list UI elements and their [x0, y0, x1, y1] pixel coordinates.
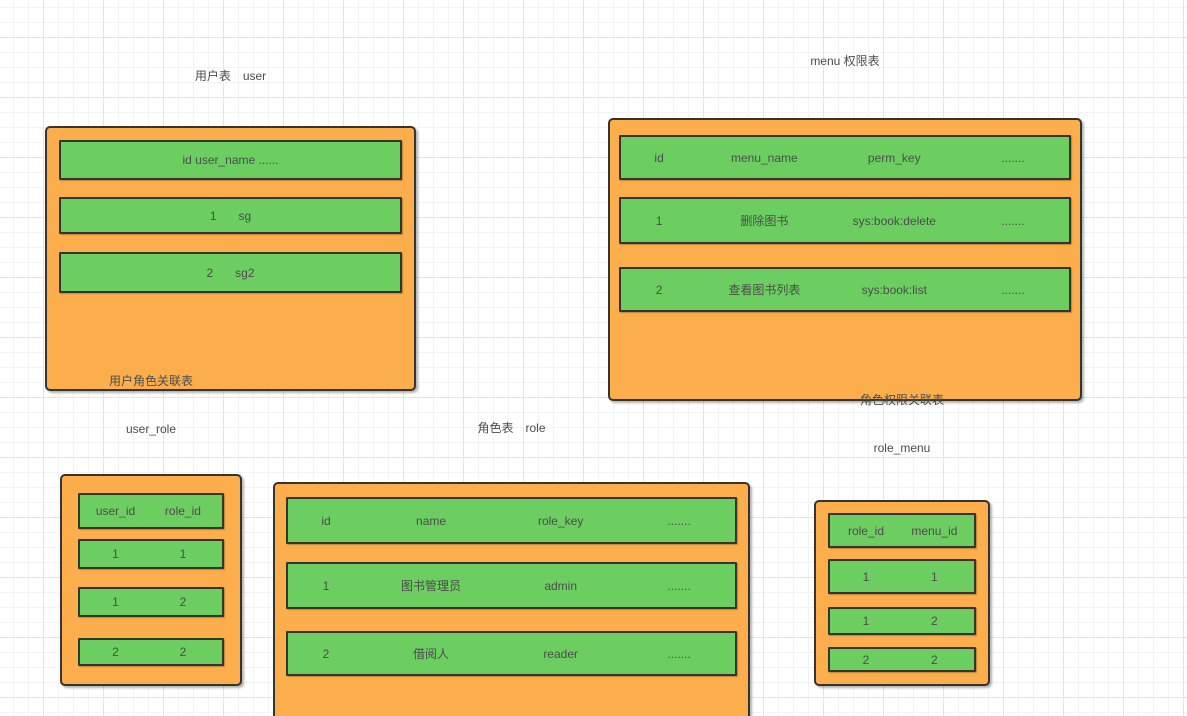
cell: menu_id — [911, 523, 958, 538]
table-row[interactable]: 2 查看图书列表 sys:book:list ....... — [619, 267, 1071, 312]
cell: 查看图书列表 — [728, 283, 801, 297]
cell: 2 — [655, 282, 663, 297]
cell: sys:book:delete — [852, 213, 936, 228]
cell: 1 — [862, 614, 870, 628]
table-title-line: menu 权限表 — [810, 54, 880, 68]
table-row[interactable]: id user_name ...... — [59, 140, 402, 180]
table-row[interactable]: 2 sg2 — [59, 252, 402, 293]
table-row[interactable]: 2 2 — [828, 647, 976, 672]
cell: perm_key — [867, 150, 921, 165]
cell: ....... — [667, 513, 691, 528]
cell: ....... — [1001, 150, 1025, 165]
table-title-line: 用户表 user — [194, 69, 267, 83]
table-role: 角色表 role id name role_key ....... 1 图书管理… — [273, 388, 750, 716]
table-row[interactable]: 1 删除图书 sys:book:delete ....... — [619, 197, 1071, 244]
cell: id — [321, 513, 331, 528]
cell: 1 — [322, 578, 330, 593]
cell: 2 — [179, 645, 187, 659]
cell: id — [654, 150, 664, 165]
cell: 1 — [112, 595, 119, 609]
table-row[interactable]: 2 2 — [78, 638, 224, 666]
cell: ....... — [667, 646, 691, 661]
table-menu: menu 权限表 id menu_name perm_key ....... 1… — [608, 21, 1082, 401]
table-row[interactable]: 1 图书管理员 admin ....... — [286, 562, 737, 609]
cell: menu_name — [730, 150, 798, 165]
cell: id user_name ...... — [182, 153, 279, 167]
table-user: 用户表 user id user_name ...... 1 sg 2 sg2 — [45, 36, 416, 391]
table-row[interactable]: user_id role_id — [78, 493, 224, 529]
table-row[interactable]: id name role_key ....... — [286, 497, 737, 544]
table-role-menu: 角色权限关联表 role_menu role_id menu_id 1 1 1 … — [814, 360, 990, 686]
cell: sg2 — [235, 265, 255, 280]
cell: 2 — [206, 265, 214, 280]
table-row[interactable]: 1 1 — [828, 559, 976, 594]
table-title-line: 用户角色关联表 — [108, 374, 193, 388]
cell: 2 — [931, 652, 938, 667]
cell: ....... — [667, 578, 691, 593]
cell: 1 — [931, 569, 938, 584]
table-title-line: user_role — [125, 422, 177, 436]
cell: role_id — [164, 504, 201, 518]
table-title-line: role_menu — [873, 441, 931, 455]
table-row[interactable]: 1 sg — [59, 197, 402, 234]
table-user-title[interactable]: 用户表 user — [45, 36, 416, 116]
table-title-line: 角色表 role — [477, 421, 546, 435]
cell: user_id — [95, 504, 136, 518]
cell: 借阅人 — [413, 647, 450, 661]
table-menu-shape[interactable]: id menu_name perm_key ....... 1 删除图书 sys… — [608, 118, 1082, 401]
cell: 1 — [112, 547, 119, 561]
table-role-shape[interactable]: id name role_key ....... 1 图书管理员 admin .… — [273, 482, 750, 716]
cell: 2 — [112, 645, 119, 659]
table-row[interactable]: id menu_name perm_key ....... — [619, 135, 1071, 180]
cell: ....... — [1001, 282, 1025, 297]
table-row[interactable]: 1 1 — [78, 539, 224, 569]
table-user-role: 用户角色关联表 user_role user_id role_id 1 1 1 … — [60, 341, 242, 686]
cell: 2 — [862, 652, 870, 667]
table-title-line: 角色权限关联表 — [859, 393, 944, 407]
table-row[interactable]: 1 2 — [828, 607, 976, 635]
cell: 2 — [322, 646, 330, 661]
cell: sys:book:list — [861, 282, 927, 297]
cell: reader — [543, 646, 578, 661]
cell: 2 — [179, 595, 187, 609]
cell: 1 — [179, 547, 187, 561]
table-user-role-title[interactable]: 用户角色关联表 user_role — [60, 341, 242, 469]
cell: 1 — [862, 569, 870, 584]
table-user-shape[interactable]: id user_name ...... 1 sg 2 sg2 — [45, 126, 416, 391]
table-role-menu-title[interactable]: 角色权限关联表 role_menu — [814, 360, 990, 488]
cell: 1 — [655, 213, 663, 228]
cell: role_id — [847, 523, 884, 538]
cell: 图书管理员 — [401, 579, 462, 593]
cell: ....... — [1001, 213, 1025, 228]
table-row[interactable]: role_id menu_id — [828, 513, 976, 548]
table-row[interactable]: 1 2 — [78, 587, 224, 617]
cell: name — [416, 513, 447, 528]
cell: sg — [238, 208, 252, 223]
table-menu-title[interactable]: menu 权限表 — [608, 21, 1082, 101]
table-row[interactable]: 2 借阅人 reader ....... — [286, 631, 737, 676]
table-role-menu-shape[interactable]: role_id menu_id 1 1 1 2 2 2 — [814, 500, 990, 686]
cell: 删除图书 — [740, 214, 789, 228]
table-role-title[interactable]: 角色表 role — [273, 388, 750, 468]
table-user-role-shape[interactable]: user_id role_id 1 1 1 2 2 2 — [60, 474, 242, 686]
cell: 1 — [209, 208, 217, 223]
cell: 2 — [931, 614, 938, 628]
cell: admin — [544, 578, 577, 593]
cell: role_key — [537, 513, 584, 528]
